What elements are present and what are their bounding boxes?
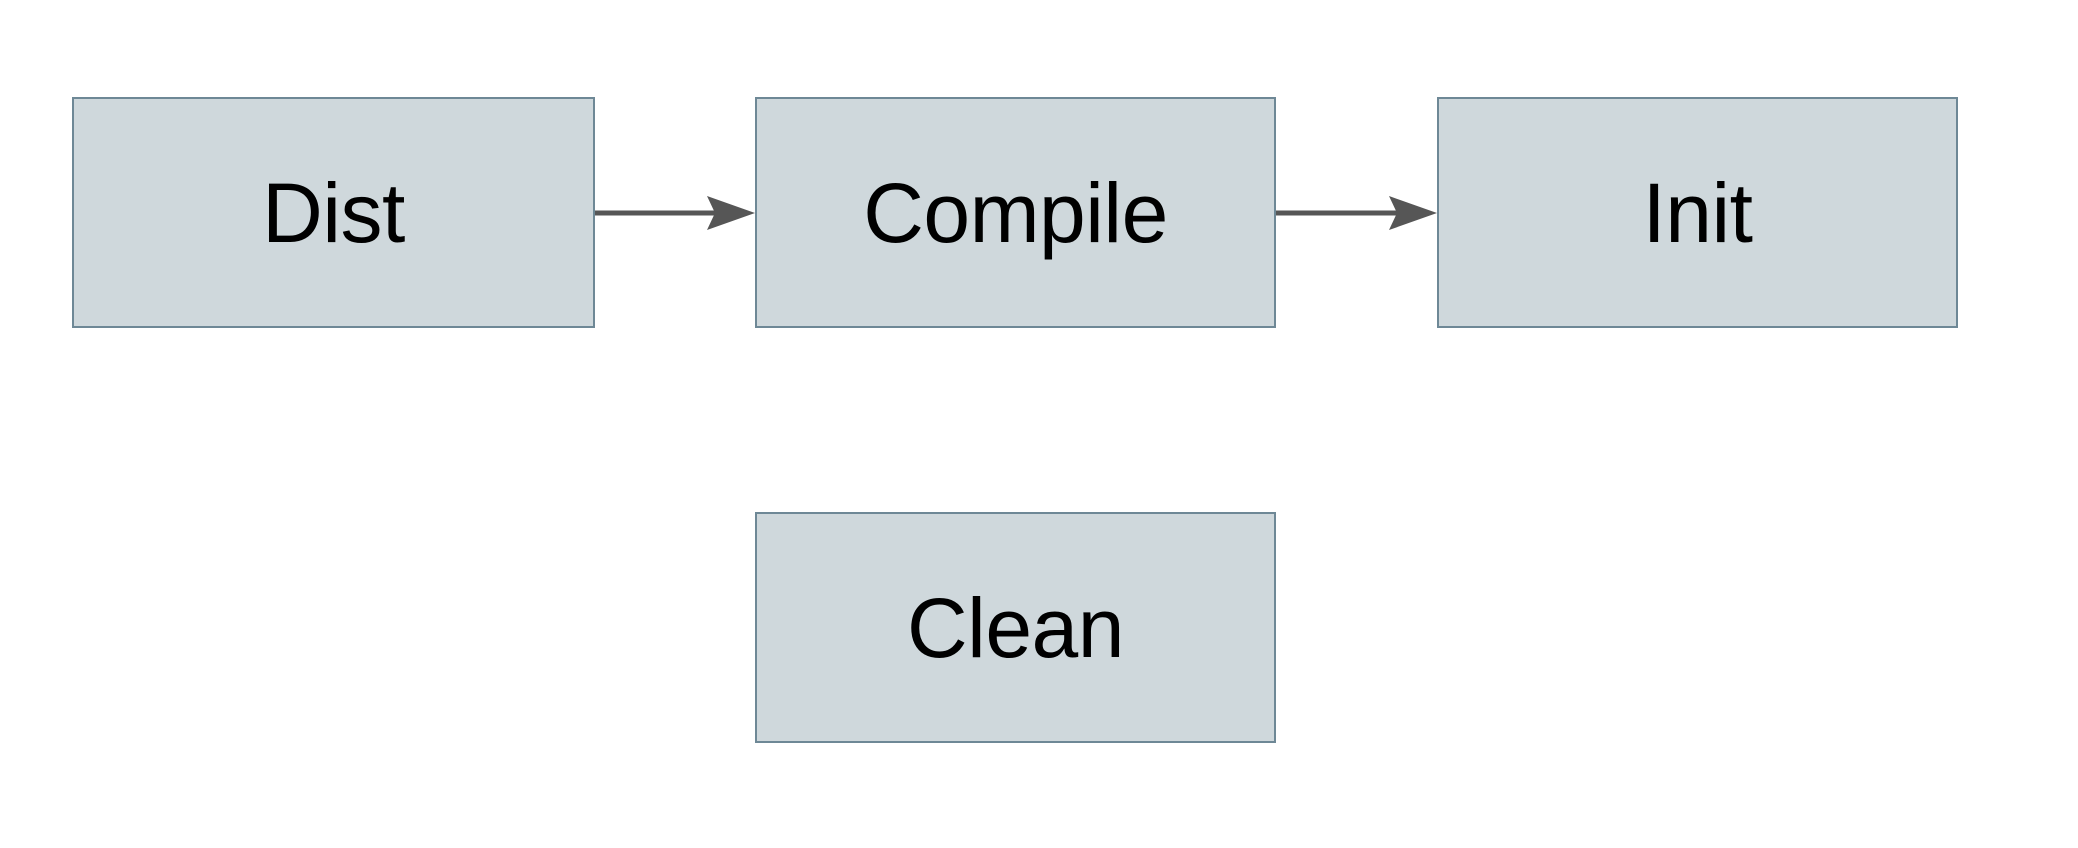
node-compile[interactable]: Compile <box>755 97 1276 328</box>
node-label-clean: Clean <box>907 580 1124 675</box>
arrowhead-icon <box>707 196 755 230</box>
node-label-compile: Compile <box>863 165 1168 260</box>
arrowhead-icon <box>1389 196 1437 230</box>
node-label-dist: Dist <box>262 165 405 260</box>
node-dist[interactable]: Dist <box>72 97 595 328</box>
node-clean[interactable]: Clean <box>755 512 1276 743</box>
node-init[interactable]: Init <box>1437 97 1958 328</box>
node-label-init: Init <box>1642 165 1753 260</box>
